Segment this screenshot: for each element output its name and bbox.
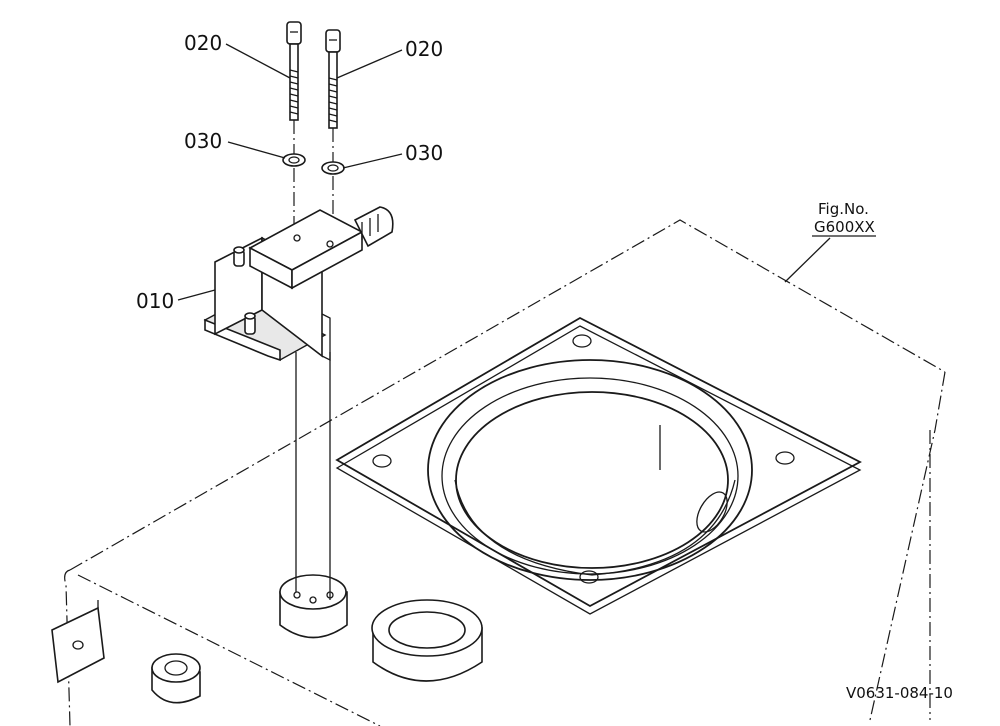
callout-washer-right: 030 xyxy=(405,141,443,165)
leader-lines xyxy=(177,43,876,301)
callout-washer-left: 030 xyxy=(184,129,222,153)
washer-left xyxy=(282,153,306,167)
housing-outline xyxy=(64,219,946,726)
housing-boss xyxy=(151,653,201,704)
mounting-block xyxy=(279,574,348,639)
callout-bracket: 010 xyxy=(136,289,174,313)
switch-bracket-assembly xyxy=(203,206,394,362)
washer-right xyxy=(321,161,345,175)
collar-ring xyxy=(371,599,483,682)
fig-no-value: G600XX xyxy=(814,218,875,236)
bolt-left xyxy=(286,21,302,121)
bolt-right xyxy=(325,29,341,129)
callout-bolt-left: 020 xyxy=(184,31,222,55)
housing-tab xyxy=(51,600,105,684)
fig-no-label: Fig.No. xyxy=(818,200,869,218)
assembly-centerlines xyxy=(293,120,334,600)
drawing-id: V0631-084-10 xyxy=(846,684,953,702)
callout-bolt-right: 020 xyxy=(405,37,443,61)
flange-plate xyxy=(335,316,862,615)
